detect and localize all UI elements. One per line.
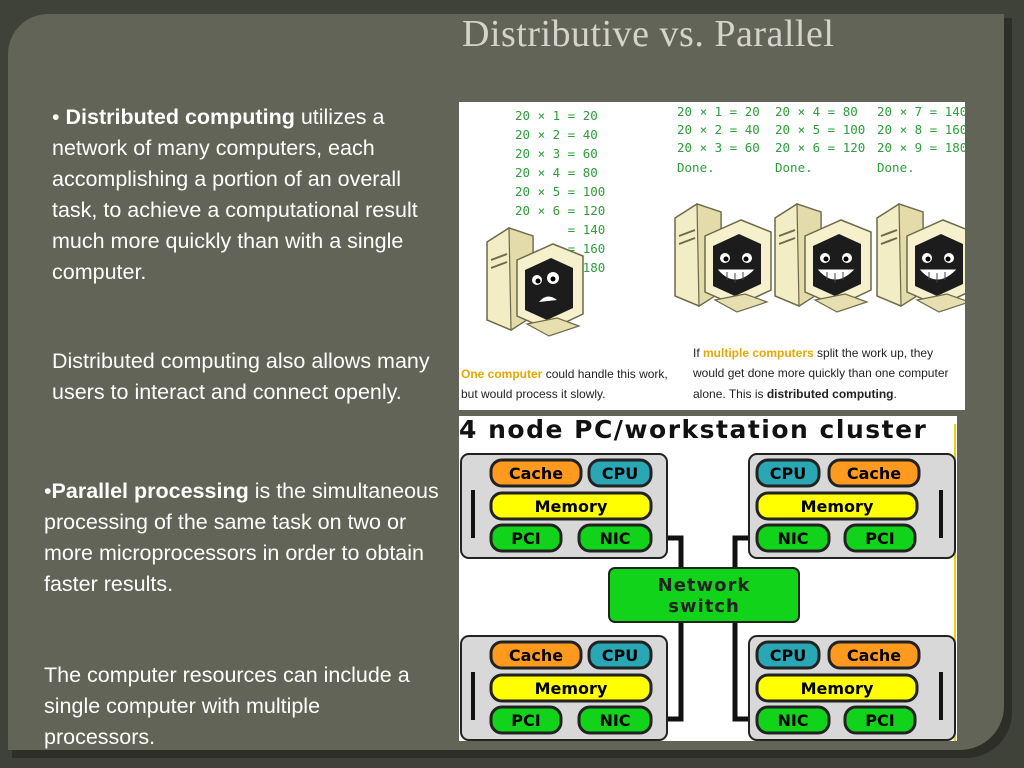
slide-title: Distributive vs. Parallel <box>462 13 835 55</box>
cpu-label: CPU <box>602 464 638 483</box>
nic-label: NIC <box>599 529 630 548</box>
calc-line: 20 × 9 = 180 <box>877 140 965 155</box>
multi-calc-lists: 20 × 1 = 20 20 × 2 = 40 20 × 3 = 60 Done… <box>677 104 967 175</box>
memory-label: Memory <box>535 497 608 516</box>
switch-label-line1: Network <box>658 575 751 596</box>
cluster-node-bottom-right: CPU Cache Memory NIC PCI <box>748 635 956 741</box>
cache-label: Cache <box>509 646 563 665</box>
calc-line: 20 × 7 = 140 <box>877 104 965 119</box>
cpu-label: CPU <box>602 646 638 665</box>
pci-label: PCI <box>511 529 540 548</box>
nic-label: NIC <box>777 711 808 730</box>
calc-line: 20 × 1 = 20 <box>515 108 598 123</box>
cache-label: Cache <box>847 646 901 665</box>
calc-line: 20 × 5 = 100 <box>515 184 605 199</box>
bullet: • <box>52 105 60 129</box>
memory-label: Memory <box>535 679 608 698</box>
distributed-paragraph: • Distributed computing utilizes a netwo… <box>52 102 442 288</box>
pci-label: PCI <box>511 711 540 730</box>
caption-text: split the work up, they <box>814 346 933 360</box>
parallel-paragraph: •Parallel processing is the simultaneous… <box>44 476 444 600</box>
parallel-term: Parallel processing <box>51 479 249 503</box>
network-switch: Network switch <box>608 567 800 623</box>
caption-highlight: One computer <box>461 367 543 381</box>
calc-done: Done. <box>877 160 915 175</box>
pci-label: PCI <box>865 529 894 548</box>
calc-line: 20 × 4 = 80 <box>515 165 598 180</box>
caption-text: If <box>693 346 703 360</box>
switch-label-line2: switch <box>668 596 740 617</box>
caption-right-line3: alone. This is distributed computing. <box>693 387 897 401</box>
memory-label: Memory <box>801 497 874 516</box>
cpu-label: CPU <box>770 464 806 483</box>
calc-line: 20 × 2 = 40 <box>677 122 760 137</box>
calc-line: 20 × 1 = 20 <box>677 104 760 119</box>
cache-label: Cache <box>847 464 901 483</box>
calc-line: 20 × 6 = 120 <box>775 140 865 155</box>
cluster-diagram-svg: 4 node PC/workstation cluster Cache CPU … <box>459 415 956 741</box>
cpu-label: CPU <box>770 646 806 665</box>
calc-line: 20 × 6 = 120 <box>515 203 605 218</box>
caption-highlight: multiple computers <box>703 346 814 360</box>
cluster-node-top-right: CPU Cache Memory NIC PCI <box>748 453 956 559</box>
calc-line: 20 × 4 = 80 <box>775 104 858 119</box>
caption-text: could handle this work, <box>542 367 667 381</box>
distributed-paragraph-2: Distributed computing also allows many u… <box>52 349 430 404</box>
caption-bold: distributed computing <box>767 387 894 401</box>
cluster-title: 4 node PC/workstation cluster <box>459 416 927 444</box>
caption-text: . <box>893 387 896 401</box>
distributed-illustration: 20 × 1 = 20 20 × 2 = 40 20 × 3 = 60 20 ×… <box>459 102 974 410</box>
nic-label: NIC <box>599 711 630 730</box>
caption-right-line1: If multiple computers split the work up,… <box>693 346 933 360</box>
distributed-illustration-svg: 20 × 1 = 20 20 × 2 = 40 20 × 3 = 60 20 ×… <box>461 104 974 401</box>
computer-icon <box>876 203 974 313</box>
calc-done: Done. <box>677 160 715 175</box>
bullet: • <box>44 479 52 503</box>
single-computer-icon <box>486 220 584 337</box>
pci-label: PCI <box>865 711 894 730</box>
cache-label: Cache <box>509 464 563 483</box>
caption-left-line1: One computer could handle this work, <box>461 367 668 381</box>
calc-line: 20 × 3 = 60 <box>677 140 760 155</box>
computer-icon <box>774 203 872 313</box>
cluster-node-bottom-left: Cache CPU Memory PCI NIC <box>460 635 668 741</box>
parallel-text: is the simultaneous processing of the sa… <box>44 479 439 596</box>
calc-line: 20 × 8 = 160 <box>877 122 965 137</box>
caption-text: alone. This is <box>693 387 767 401</box>
distributed-text: utilizes a network of many computers, ea… <box>52 105 418 284</box>
cluster-diagram: 4 node PC/workstation cluster Cache CPU … <box>459 415 957 741</box>
calc-done: Done. <box>775 160 813 175</box>
caption-right-line2: would get done more quickly than one com… <box>692 366 949 380</box>
distributed-term: Distributed computing <box>65 105 295 129</box>
calc-line: 20 × 5 = 100 <box>775 122 865 137</box>
cluster-node-top-left: Cache CPU Memory PCI NIC <box>460 453 668 559</box>
memory-label: Memory <box>801 679 874 698</box>
calc-line: 20 × 2 = 40 <box>515 127 598 142</box>
computer-icon <box>674 203 772 313</box>
caption-left-line2: but would process it slowly. <box>461 387 606 401</box>
nic-label: NIC <box>777 529 808 548</box>
calc-line: 20 × 3 = 60 <box>515 146 598 161</box>
parallel-paragraph-2: The computer resources can include a sin… <box>44 663 410 749</box>
